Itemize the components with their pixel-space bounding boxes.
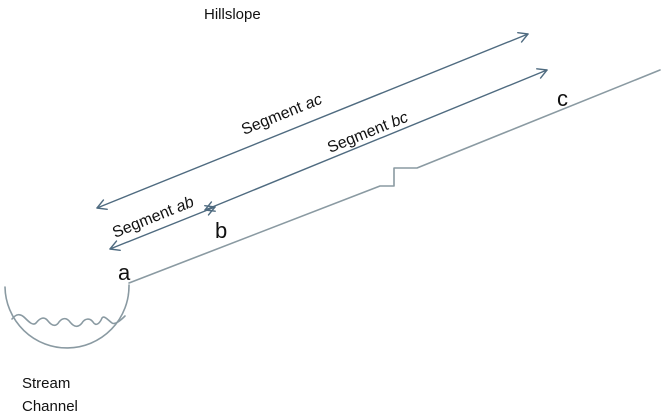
- hillslope-label: Hillslope: [204, 6, 261, 23]
- stream-water-surface: [11, 313, 126, 328]
- segment-ac-arrow: [96, 32, 529, 210]
- segment-bc-arrow: [204, 68, 548, 212]
- stream-label-line1: Stream: [22, 375, 70, 392]
- point-b-label: b: [215, 218, 227, 243]
- point-a-label: a: [118, 260, 131, 285]
- segment-bc-label: Segment bc: [325, 109, 411, 157]
- stream-label-line2: Channel: [22, 398, 78, 414]
- hillslope-profile-line: [128, 69, 661, 284]
- segment-ab-name: ab: [174, 194, 197, 216]
- segment-ac-prefix: Segment: [239, 97, 309, 138]
- segment-bc-name: bc: [389, 109, 411, 131]
- segment-ac-label: Segment ac: [239, 91, 325, 139]
- point-c-label: c: [557, 86, 568, 111]
- stream-channel-bed: [4, 284, 130, 349]
- segment-ab-arrow: [109, 205, 216, 251]
- segment-ab-label: Segment ab: [110, 194, 196, 242]
- segment-ac-name: ac: [303, 91, 325, 113]
